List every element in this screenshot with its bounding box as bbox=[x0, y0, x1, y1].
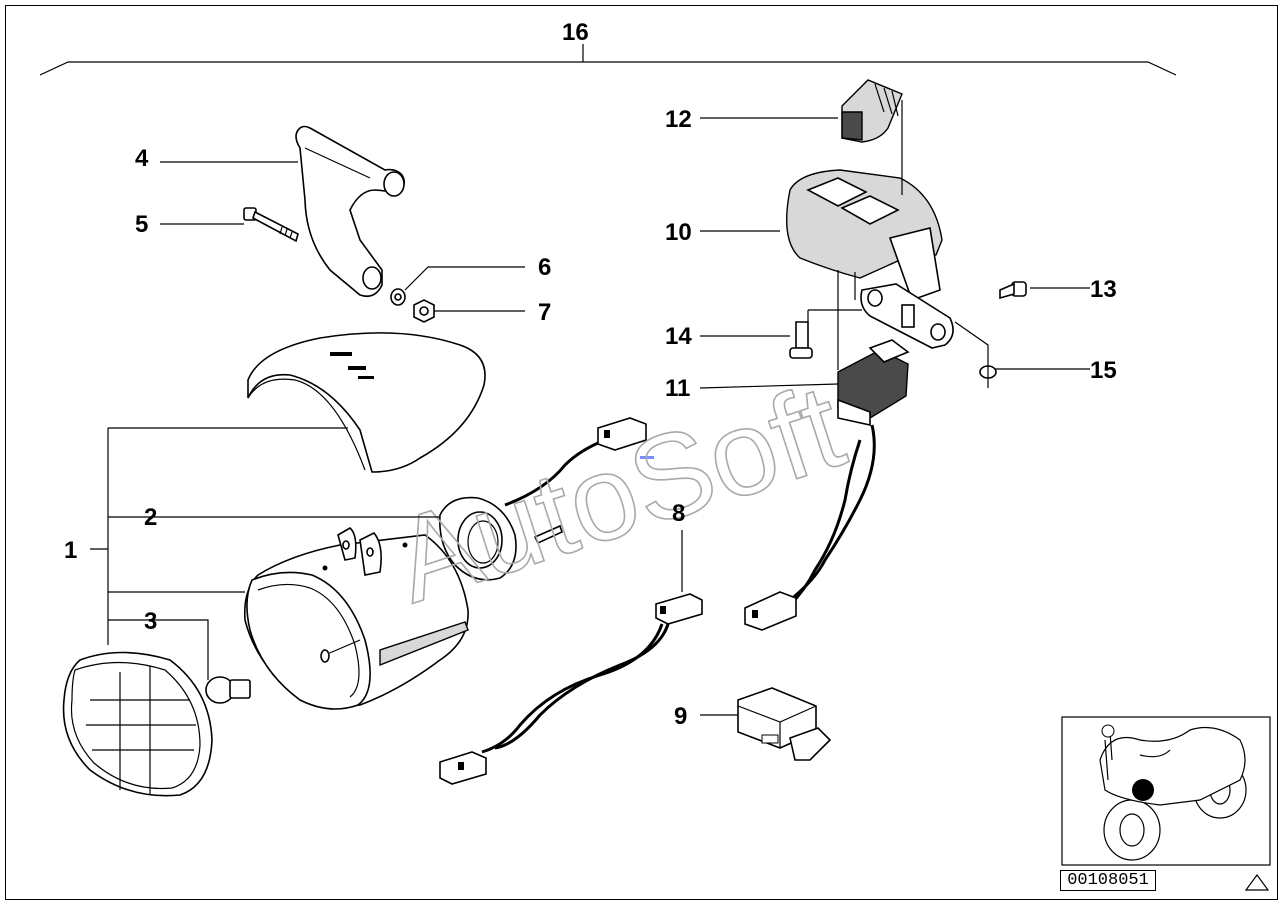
callout-15: 15 bbox=[1090, 357, 1117, 384]
part-3-bulb bbox=[205, 676, 251, 704]
part-14-screw bbox=[789, 321, 813, 359]
housing-wiring bbox=[504, 417, 654, 507]
part-12-button bbox=[841, 79, 903, 143]
part-11-switch-module bbox=[744, 339, 910, 631]
switch-clamp bbox=[860, 283, 954, 349]
leader-lines bbox=[90, 100, 1090, 716]
lamp-housing bbox=[243, 527, 469, 710]
callout-3: 3 bbox=[144, 608, 157, 635]
part-4-bracket bbox=[295, 125, 406, 298]
motorcycle-locator-inset bbox=[1061, 716, 1271, 866]
callout-5: 5 bbox=[135, 211, 148, 238]
part-5-bolt bbox=[243, 207, 299, 243]
callout-10: 10 bbox=[665, 219, 692, 246]
part-10-switch-housing bbox=[785, 169, 943, 302]
callout-4: 4 bbox=[135, 145, 149, 172]
callout-12: 12 bbox=[665, 106, 692, 133]
callout-9: 9 bbox=[674, 703, 687, 730]
reference-code: 00108051 bbox=[1060, 870, 1156, 891]
part-15-screw bbox=[979, 365, 997, 388]
part-6-washer bbox=[390, 288, 406, 306]
triangle-icon bbox=[1244, 873, 1270, 891]
diagram-frame bbox=[5, 5, 1278, 900]
part-13-screw bbox=[999, 281, 1027, 300]
assembly-bracket bbox=[39, 44, 1177, 76]
lamp-socket-ring bbox=[438, 496, 563, 581]
lamp-top-cover bbox=[247, 332, 486, 473]
callout-2: 2 bbox=[144, 504, 157, 531]
callout-6: 6 bbox=[538, 254, 551, 281]
callout-13: 13 bbox=[1090, 276, 1117, 303]
callout-14: 14 bbox=[665, 323, 692, 350]
callout-16: 16 bbox=[562, 19, 589, 46]
callout-1: 1 bbox=[64, 537, 77, 564]
callout-11: 11 bbox=[665, 375, 690, 402]
part-7-nut bbox=[413, 299, 435, 323]
part-3-lens bbox=[62, 651, 213, 797]
callout-7: 7 bbox=[538, 299, 551, 326]
callout-8: 8 bbox=[672, 500, 685, 527]
part-8-harness bbox=[439, 593, 703, 785]
part-9-relay bbox=[737, 687, 832, 761]
callout-labels: 16 12 4 10 5 6 13 7 14 15 11 8 2 1 3 9 bbox=[64, 19, 1117, 730]
